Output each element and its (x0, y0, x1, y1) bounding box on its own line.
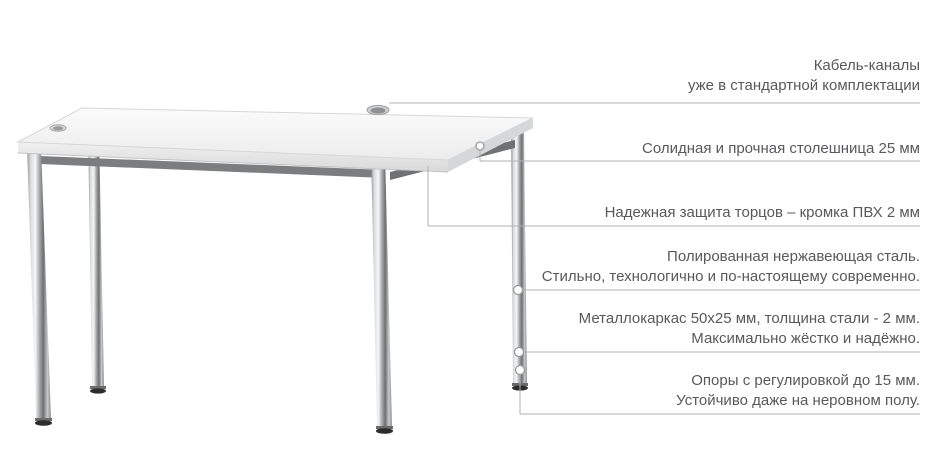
callout-text-line: Полированная нержавеющая сталь. (667, 248, 920, 265)
pvc-edge-line (17, 152, 449, 173)
callout-adjustable-feet: Опоры с регулировкой до 15 мм. Устойчиво… (676, 371, 920, 411)
tabletop (16, 104, 534, 173)
callout-text-line: уже в стандартной комплектации (687, 77, 920, 94)
callout-text-line: Максимально жёстко и надёжно. (691, 330, 920, 347)
callout-text-line: Солидная и прочная столешница 25 мм (642, 140, 920, 157)
callout-marker-adjustable-feet (514, 364, 526, 376)
callout-text-line: Надежная защита торцов – кромка ПВХ 2 мм (604, 204, 920, 221)
callout-metal-frame: Металлокаркас 50х25 мм, толщина стали - … (579, 309, 920, 349)
callout-text-line: Устойчиво даже на неровном полу. (676, 392, 920, 409)
tabletop-surface (16, 107, 534, 161)
callout-text-line: Металлокаркас 50х25 мм, толщина стали - … (578, 310, 920, 327)
table-legs-front (27, 146, 392, 426)
callout-tabletop: Солидная и прочная столешница 25 мм (642, 139, 920, 159)
callout-marker-metal-frame (513, 346, 525, 358)
leg-feet (35, 383, 528, 434)
callout-text-line: Стильно, технологично и по-настоящему со… (541, 268, 920, 285)
callout-text-line: Кабель-каналы (813, 57, 920, 74)
frame-rail-front (40, 156, 385, 178)
callout-markers (475, 141, 526, 376)
cable-grommet-left (49, 124, 67, 132)
table-legs-back (88, 126, 527, 386)
table-leg-back-left (88, 130, 104, 386)
callout-lines (389, 102, 920, 415)
callout-marker-tabletop (475, 141, 485, 151)
foot-back-left (90, 386, 106, 394)
table-leg-front-right (371, 152, 392, 426)
foot-front-left (35, 418, 52, 426)
foot-front-right (376, 426, 393, 434)
callout-pvc-edge: Надежная защита торцов – кромка ПВХ 2 мм (605, 203, 920, 223)
table-leg-back-right (511, 126, 527, 383)
callout-text-line: Опоры с регулировкой до 15 мм. (691, 372, 920, 389)
callout-cable-channels: Кабель-каналы уже в стандартной комплект… (688, 56, 920, 96)
tabletop-edge-front (18, 142, 448, 172)
callout-marker-stainless-steel (512, 284, 524, 296)
cable-grommet (366, 104, 390, 116)
table-leg-front-left (27, 146, 51, 418)
callout-stainless-steel: Полированная нержавеющая сталь. Стильно,… (542, 247, 920, 287)
tabletop-edge-right (448, 118, 533, 172)
